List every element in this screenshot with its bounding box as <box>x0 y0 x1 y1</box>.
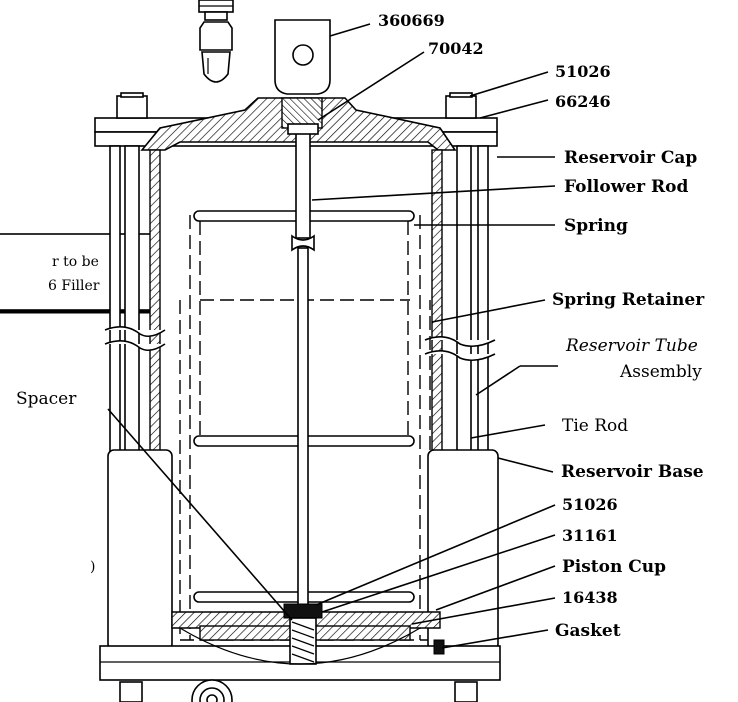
note-line-2: 6 Filler <box>48 278 100 294</box>
label-51026-bottom: 51026 <box>562 495 618 514</box>
label-follower-rod: Follower Rod <box>564 177 689 197</box>
label-70042: 70042 <box>428 39 484 58</box>
label-reservoir-tube-line2: Assembly <box>619 362 702 382</box>
label-gasket: Gasket <box>555 621 621 641</box>
lifting-bracket <box>274 19 331 95</box>
label-51026-top: 51026 <box>555 62 611 81</box>
label-piston-cup: Piston Cup <box>562 557 666 577</box>
bottom-fitting <box>119 679 478 702</box>
follower-rod <box>287 123 319 669</box>
grease-fitting <box>198 0 234 83</box>
label-spring-retainer: Spring Retainer <box>552 290 705 310</box>
label-66246: 66246 <box>555 92 611 111</box>
label-16438: 16438 <box>562 588 618 607</box>
label-reservoir-base: Reservoir Base <box>561 462 704 482</box>
cap-hub <box>281 97 323 129</box>
edge-mark: ) <box>90 559 95 575</box>
label-31161: 31161 <box>562 526 618 545</box>
label-spring: Spring <box>564 216 628 236</box>
label-tie-rod: Tie Rod <box>562 416 628 436</box>
label-360669: 360669 <box>378 11 445 30</box>
piston-assembly <box>171 603 445 665</box>
label-reservoir-tube-line1: Reservoir Tube <box>565 336 698 356</box>
leader-lines <box>107 23 558 649</box>
label-reservoir-cap: Reservoir Cap <box>564 148 697 168</box>
part-labels: 360669 70042 51026 66246 Reservoir Cap F… <box>16 11 705 641</box>
note-line-1: r to be <box>52 254 99 270</box>
label-spacer: Spacer <box>16 389 77 409</box>
